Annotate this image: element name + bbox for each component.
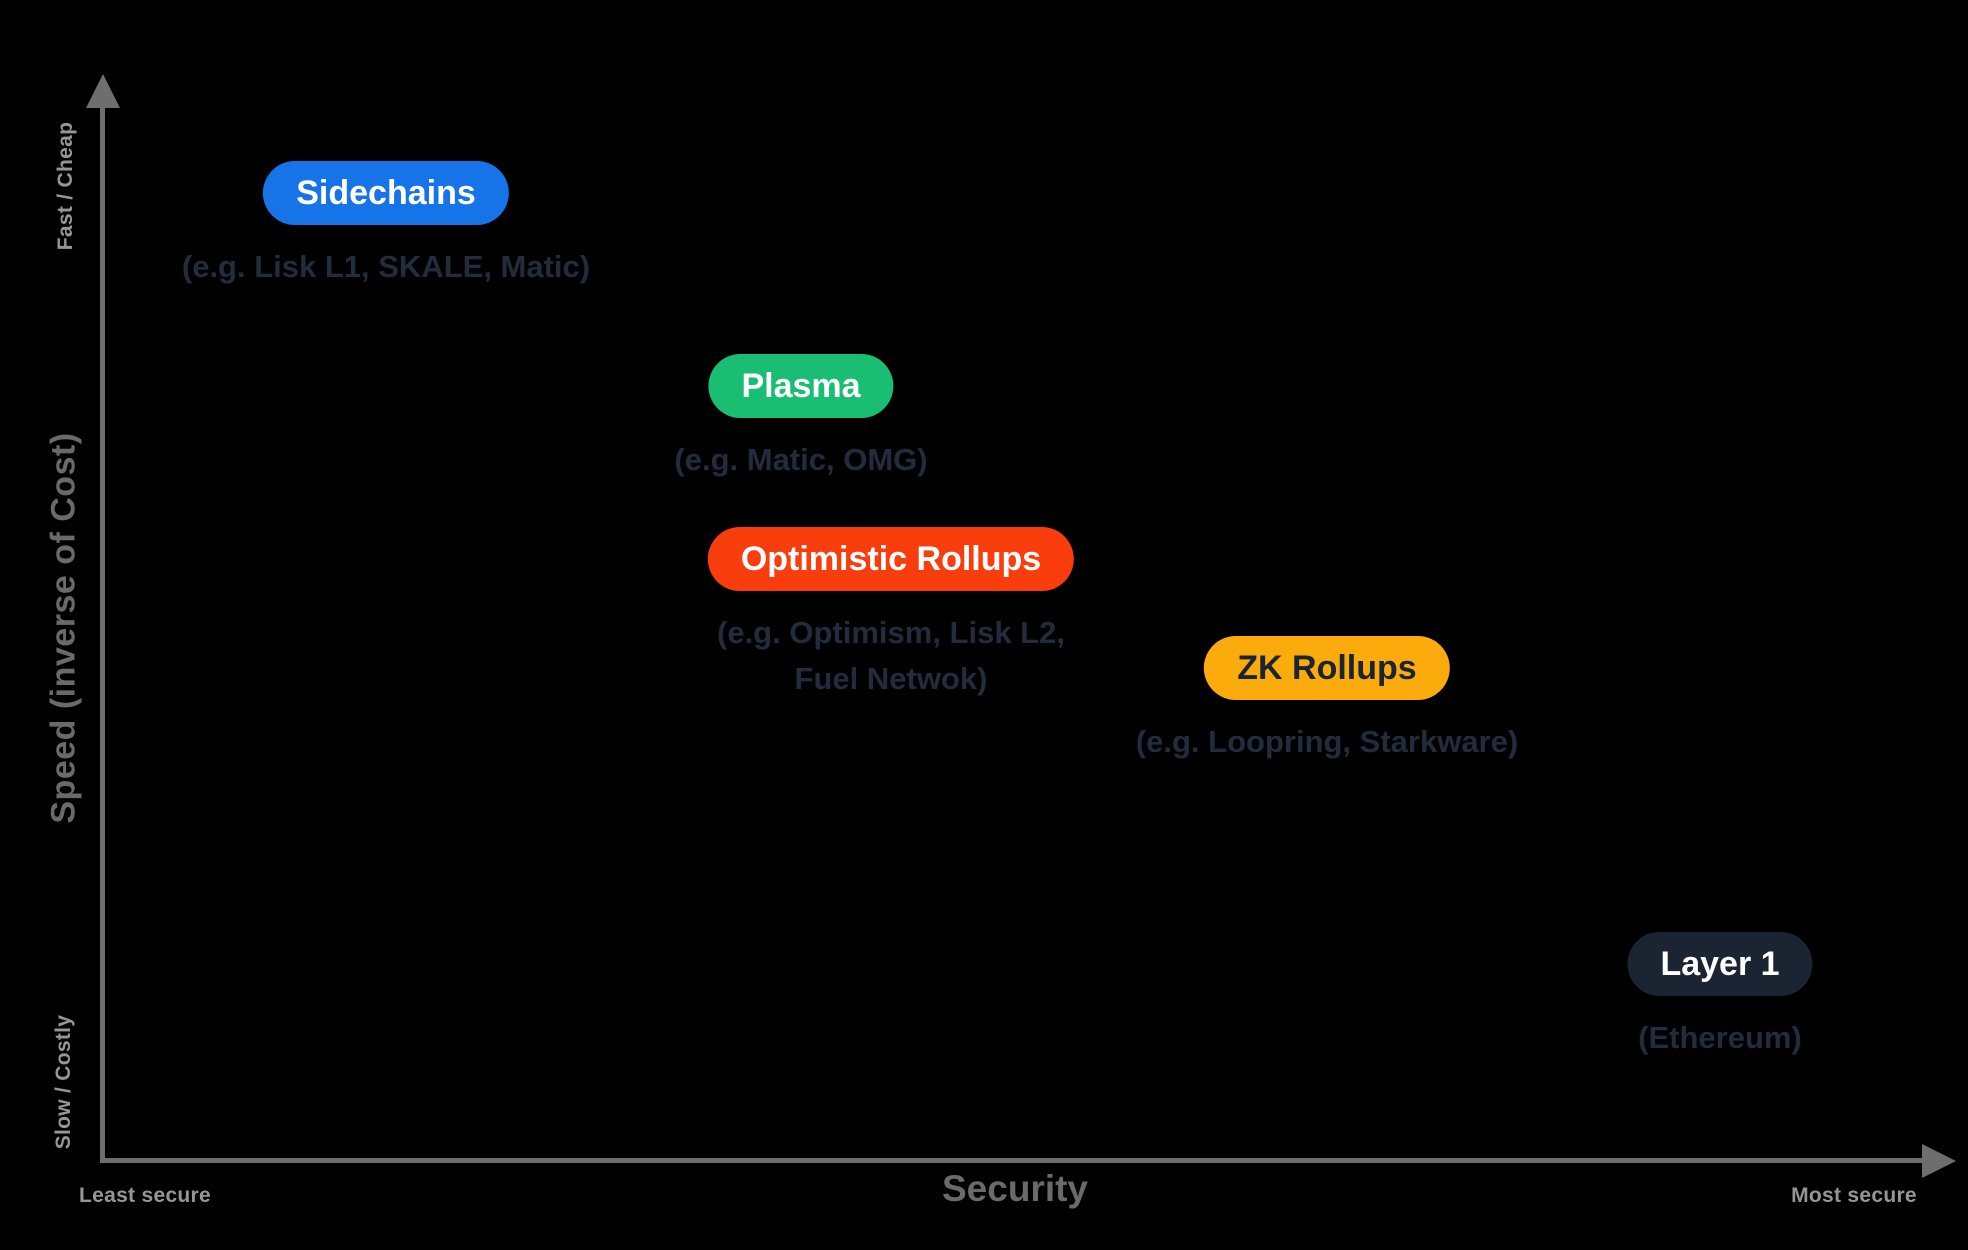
node-caption-sidechains: (e.g. Lisk L1, SKALE, Matic) bbox=[181, 249, 591, 284]
y-axis-line bbox=[100, 104, 105, 1162]
y-axis-max-label: Fast / Cheap bbox=[54, 121, 77, 251]
node-sidechains: Sidechains (e.g. Lisk L1, SKALE, Matic) bbox=[182, 161, 590, 290]
x-axis-arrow-right-icon bbox=[1922, 1144, 1956, 1178]
x-axis-line bbox=[100, 1158, 1924, 1163]
node-caption-line-2: Fuel Netwok) bbox=[794, 661, 988, 696]
node-zk-rollups: ZK Rollups (e.g. Loopring, Starkware) bbox=[1136, 636, 1518, 765]
node-caption-zk-rollups: (e.g. Loopring, Starkware) bbox=[1135, 724, 1519, 759]
x-axis-min-label: Least secure bbox=[78, 1184, 212, 1207]
node-caption-plasma: (e.g. Matic, OMG) bbox=[674, 442, 928, 477]
node-layer-1: Layer 1 (Ethereum) bbox=[1627, 932, 1813, 1061]
y-axis-title: Speed (inverse of Cost) bbox=[44, 432, 83, 824]
node-caption-optimistic-rollups: (e.g. Optimism, Lisk L2, Fuel Netwok) bbox=[708, 610, 1074, 702]
node-pill-sidechains: Sidechains bbox=[263, 161, 509, 225]
node-pill-layer-1: Layer 1 bbox=[1627, 932, 1813, 996]
node-pill-optimistic-rollups: Optimistic Rollups bbox=[707, 527, 1075, 591]
node-caption-line-1: (e.g. Optimism, Lisk L2, bbox=[717, 615, 1065, 650]
x-axis-max-label: Most secure bbox=[1791, 1184, 1917, 1207]
y-axis-min-label: Slow / Costly bbox=[52, 1014, 75, 1150]
node-optimistic-rollups: Optimistic Rollups (e.g. Optimism, Lisk … bbox=[707, 527, 1075, 702]
x-axis-title: Security bbox=[941, 1168, 1089, 1209]
node-pill-zk-rollups: ZK Rollups bbox=[1204, 636, 1450, 700]
node-caption-layer-1: (Ethereum) bbox=[1638, 1020, 1802, 1055]
y-axis-arrow-up-icon bbox=[86, 74, 120, 108]
node-pill-plasma: Plasma bbox=[708, 354, 894, 418]
node-plasma: Plasma (e.g. Matic, OMG) bbox=[674, 354, 928, 483]
